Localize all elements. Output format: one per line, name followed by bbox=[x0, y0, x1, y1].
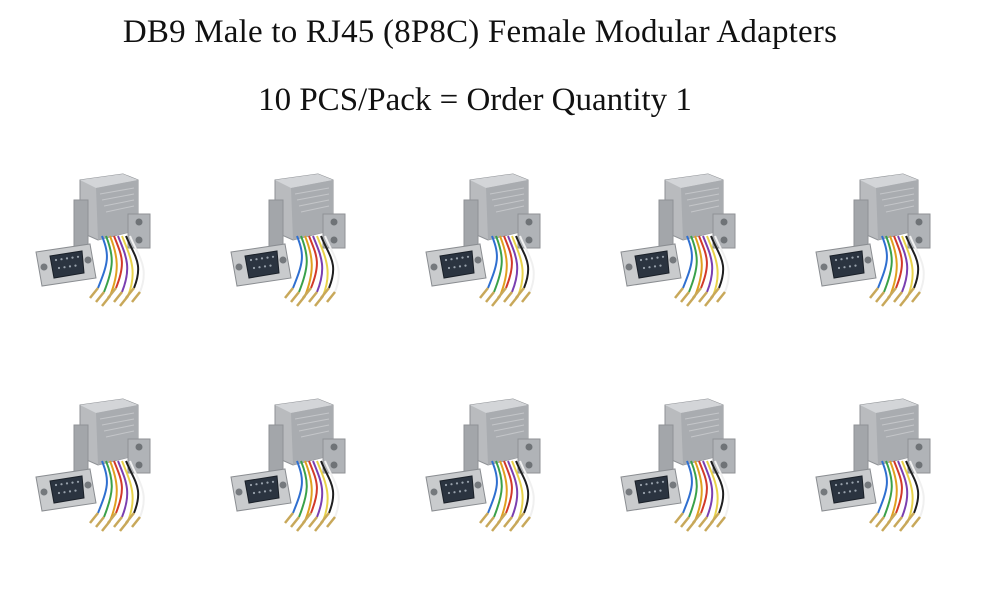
adapter-image-2 bbox=[223, 170, 373, 320]
adapter-image-8 bbox=[418, 395, 568, 545]
adapter-image-3 bbox=[418, 170, 568, 320]
adapter-image-6 bbox=[28, 395, 178, 545]
adapter-image-9 bbox=[613, 395, 763, 545]
adapter-image-4 bbox=[613, 170, 763, 320]
adapter-image-10 bbox=[808, 395, 958, 545]
adapter-image-5 bbox=[808, 170, 958, 320]
adapter-photo-grid bbox=[28, 170, 988, 590]
pack-quantity-subtitle: 10 PCS/Pack = Order Quantity 1 bbox=[258, 82, 692, 118]
adapter-image-1 bbox=[28, 170, 178, 320]
adapter-image-7 bbox=[223, 395, 373, 545]
product-title: DB9 Male to RJ45 (8P8C) Female Modular A… bbox=[122, 14, 838, 50]
